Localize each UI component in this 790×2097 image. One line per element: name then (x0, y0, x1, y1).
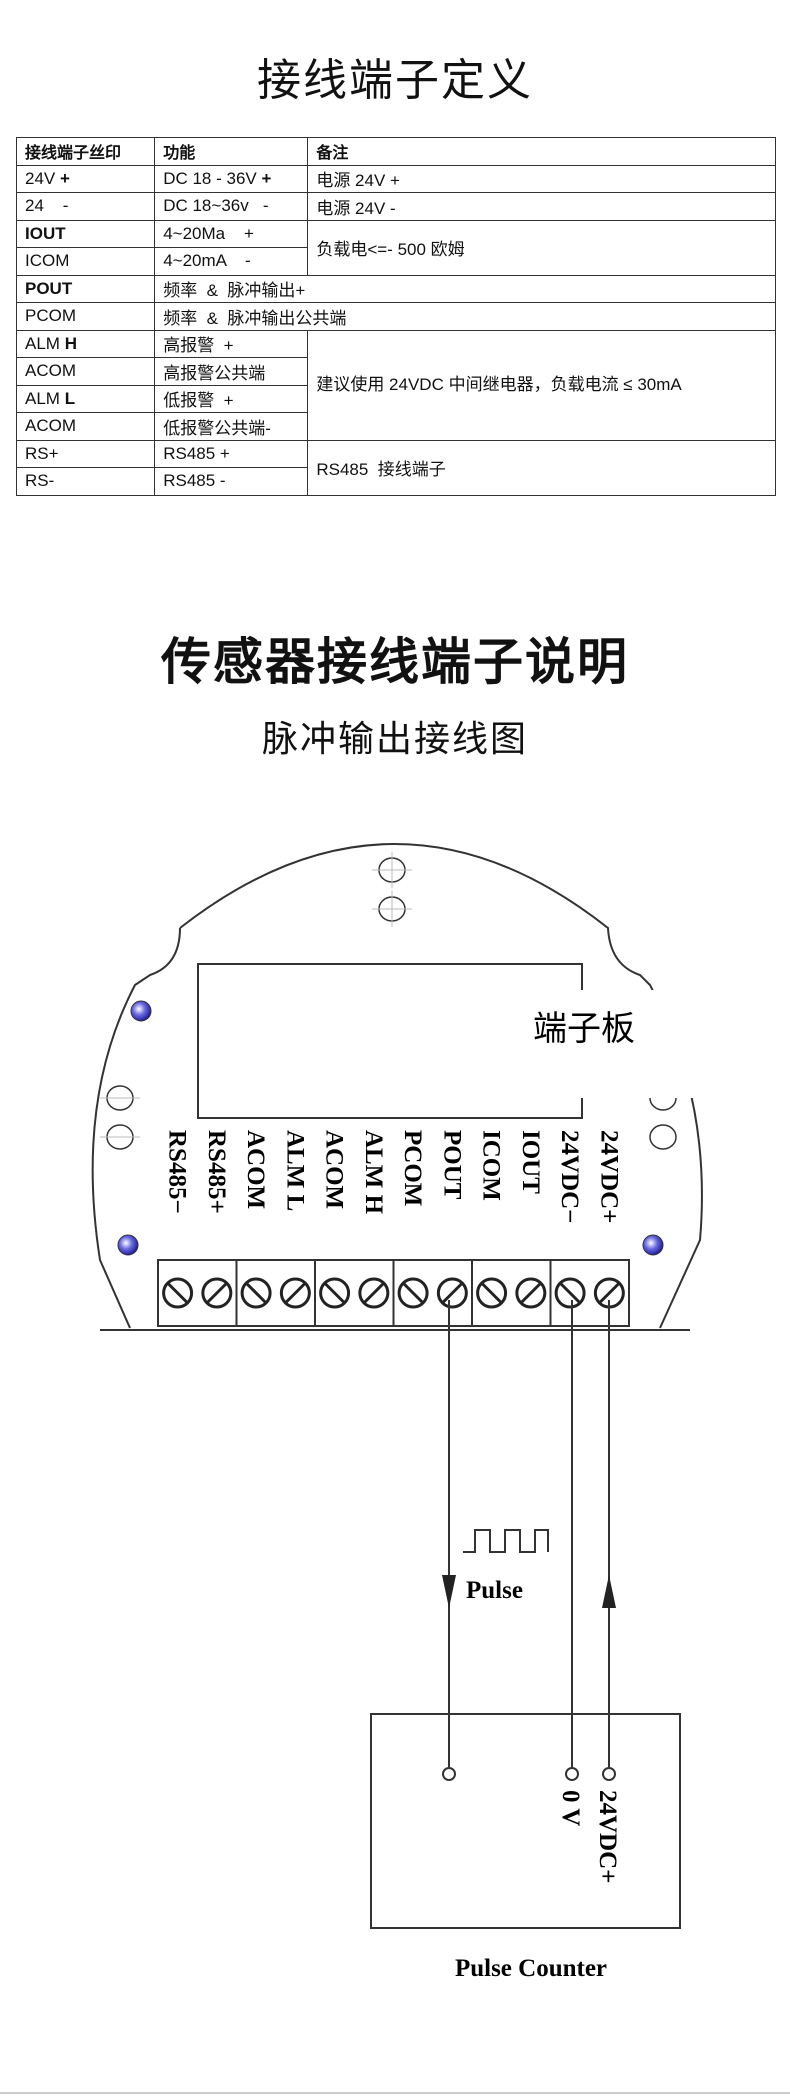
table-row: PCOM 频率 & 脉冲输出公共端 (15, 302, 776, 331)
screw-dot (642, 1234, 664, 1256)
table-row: ACOM 高报警公共端 (15, 357, 776, 386)
pulse-wave-icon (463, 1529, 549, 1553)
page-title: 接线端子定义 (257, 55, 533, 106)
table-row: 24V + DC 18 - 36V + 电源 24V + (15, 164, 776, 193)
terminal-suffix: H (64, 333, 77, 353)
terminal-label: RS485+ (203, 1130, 230, 1214)
counter-terminal (602, 1767, 616, 1781)
terminal-label: ALM H (360, 1130, 387, 1215)
terminal-label: PCOM (399, 1130, 426, 1206)
screw-dot (117, 1234, 139, 1256)
power-up-arrow (602, 1575, 616, 1608)
screw-slot (206, 1282, 227, 1304)
terminal-label: 24VDC− (556, 1130, 583, 1223)
table-row: ACOM 低报警公共端- (15, 412, 776, 441)
table-row: ICOM 4~20mA - (15, 247, 776, 276)
table-row: RS+ RS485 + RS485 接线端子 (15, 439, 776, 496)
terminal-label: IOUT (517, 1130, 544, 1194)
terminal-label: 24VDC+ (595, 1130, 622, 1223)
function-cell: 4~20Ma + (154, 219, 309, 248)
terminal-cell: POUT (15, 274, 156, 303)
counter-terminal-24vdc: 24VDC+ (594, 1790, 621, 1883)
note-cell: 电源 24V + (307, 164, 776, 193)
terminal-label: ALM L (281, 1130, 308, 1211)
function-cell: 高报警 + (154, 329, 309, 358)
counter-terminal-0v: 0 V (557, 1790, 584, 1826)
terminal-label: ICOM (478, 1130, 505, 1201)
screw-dot (130, 1000, 152, 1022)
function-cell: RS485 - (154, 467, 309, 496)
screw-slot (599, 1282, 620, 1304)
table-row: POUT 频率 & 脉冲输出+ (15, 274, 776, 303)
note-cell: 建议使用 24VDC 中间继电器，负载电流 ≤ 30mA (307, 329, 776, 441)
screw-slot (167, 1282, 188, 1304)
terminal-definition-table: 接线端子丝印 功能 备注 24V + DC 18 - 36V + 电源 24V … (15, 137, 776, 496)
table-row: 24 - DC 18~36v - 电源 24V - (15, 192, 776, 221)
diagram-title: 脉冲输出接线图 (261, 719, 528, 760)
table-row: ALM L 低报警 + (15, 384, 776, 413)
terminal-cell: ALM (25, 333, 60, 353)
pulse-label: Pulse (466, 1577, 523, 1604)
screw-slot (560, 1282, 581, 1304)
terminal-label: RS485− (164, 1130, 191, 1214)
section-title: 传感器接线端子说明 (161, 633, 629, 691)
terminal-cell: 24V (25, 168, 56, 188)
table-row: RS- RS485 - (15, 467, 776, 496)
terminal-cell: 24 - (15, 192, 156, 221)
table-row: IOUT 4~20Ma + 负载电<=- 500 欧姆 (15, 219, 776, 276)
terminal-suffix: L (64, 388, 76, 408)
terminal-cell: RS- (15, 467, 156, 496)
screw-slot (481, 1282, 502, 1304)
pulse-down-arrow (442, 1575, 456, 1608)
terminal-suffix: + (59, 168, 70, 188)
counter-terminal (565, 1767, 579, 1781)
terminal-label: ACOM (321, 1130, 348, 1209)
table-header-row: 接线端子丝印 功能 备注 (15, 137, 776, 166)
terminal-cell: IOUT (15, 219, 156, 248)
terminal-cell: ALM (25, 388, 60, 408)
wires (448, 1300, 610, 1768)
terminal-label: POUT (438, 1130, 465, 1200)
note-cell: RS485 接线端子 (307, 439, 776, 496)
header-function: 功能 (154, 137, 309, 166)
function-cell: DC 18 - 36V (163, 168, 257, 188)
screw-slot (442, 1282, 463, 1304)
function-cell: 频率 & 脉冲输出公共端 (154, 302, 776, 331)
function-cell: 低报警 + (154, 384, 309, 413)
terminal-cell: PCOM (15, 302, 156, 331)
screw-slot (363, 1282, 384, 1304)
screw-slot (520, 1282, 541, 1304)
board-label: 端子板 (533, 1009, 635, 1049)
terminal-cell: ACOM (15, 357, 156, 386)
terminal-cell: ICOM (15, 247, 156, 276)
enclosure-outline (91, 843, 703, 1329)
screw-slot (246, 1282, 267, 1304)
function-cell: 低报警公共端- (154, 412, 309, 441)
pulse-counter-box (370, 1713, 681, 1929)
function-cell: DC 18~36v - (154, 192, 309, 221)
counter-terminal (442, 1767, 456, 1781)
screw-slot (403, 1282, 424, 1304)
header-terminal: 接线端子丝印 (15, 137, 156, 166)
function-cell: 4~20mA - (154, 247, 309, 276)
note-cell: 电源 24V - (307, 192, 776, 221)
function-cell: 高报警公共端 (154, 357, 309, 386)
header-note: 备注 (307, 137, 776, 166)
screw-slot (285, 1282, 306, 1304)
note-cell: 负载电<=- 500 欧姆 (307, 219, 776, 276)
screw-slot (324, 1282, 345, 1304)
terminal-label: ACOM (242, 1130, 269, 1209)
function-suffix: + (261, 168, 272, 188)
terminal-cell: ACOM (15, 412, 156, 441)
pulse-counter-label: Pulse Counter (455, 1955, 607, 1982)
